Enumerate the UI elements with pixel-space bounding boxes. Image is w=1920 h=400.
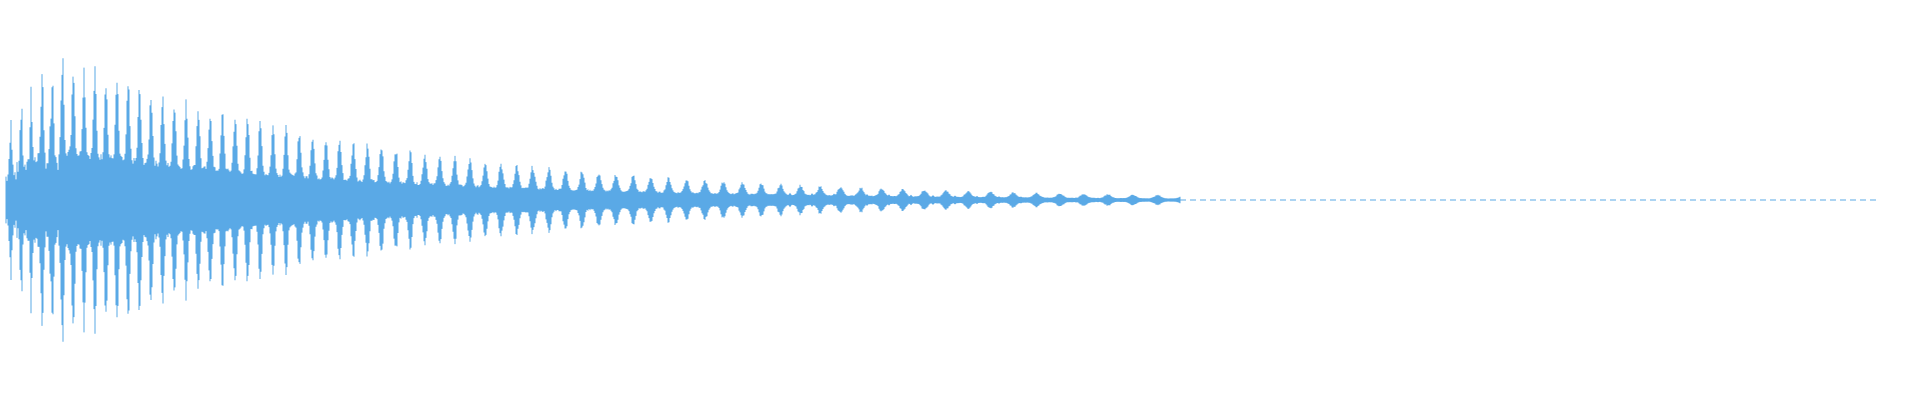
waveform-blip (807, 193, 817, 207)
waveform-blip (1060, 197, 1070, 203)
waveform-blip (895, 194, 905, 206)
waveform-blip (840, 193, 850, 207)
waveform-blip (1093, 197, 1103, 203)
waveform-blip (1016, 196, 1026, 204)
waveform-blip (884, 194, 894, 206)
waveform-blip (906, 194, 916, 206)
waveform-blip (1115, 198, 1125, 202)
waveform-blip (1005, 196, 1015, 204)
waveform-blip (961, 195, 971, 205)
waveform-blip (994, 196, 1004, 204)
waveform-blip (796, 192, 806, 208)
waveform-blip (972, 195, 982, 205)
waveform-blip (1104, 197, 1114, 203)
waveform-peaks (5, 58, 1181, 342)
waveform-blip (829, 193, 839, 207)
waveform-blip (950, 195, 960, 205)
waveform-blip (818, 193, 828, 207)
waveform-blip (862, 194, 872, 206)
waveform-blip (939, 195, 949, 205)
waveform-blip (928, 195, 938, 205)
waveform-blip (1126, 198, 1136, 202)
waveform-blip (1137, 198, 1147, 202)
waveform-blip (851, 193, 861, 207)
waveform-blip (1071, 197, 1081, 203)
waveform-blip (785, 192, 795, 208)
waveform-blip (1082, 197, 1092, 203)
waveform-blip (1027, 196, 1037, 204)
waveform-blip (917, 194, 927, 206)
waveform-blip (1148, 198, 1158, 202)
waveform-blip (873, 194, 883, 206)
waveform-blip (983, 196, 993, 204)
waveform-blip (1049, 197, 1059, 203)
waveform-blip (1038, 196, 1048, 204)
